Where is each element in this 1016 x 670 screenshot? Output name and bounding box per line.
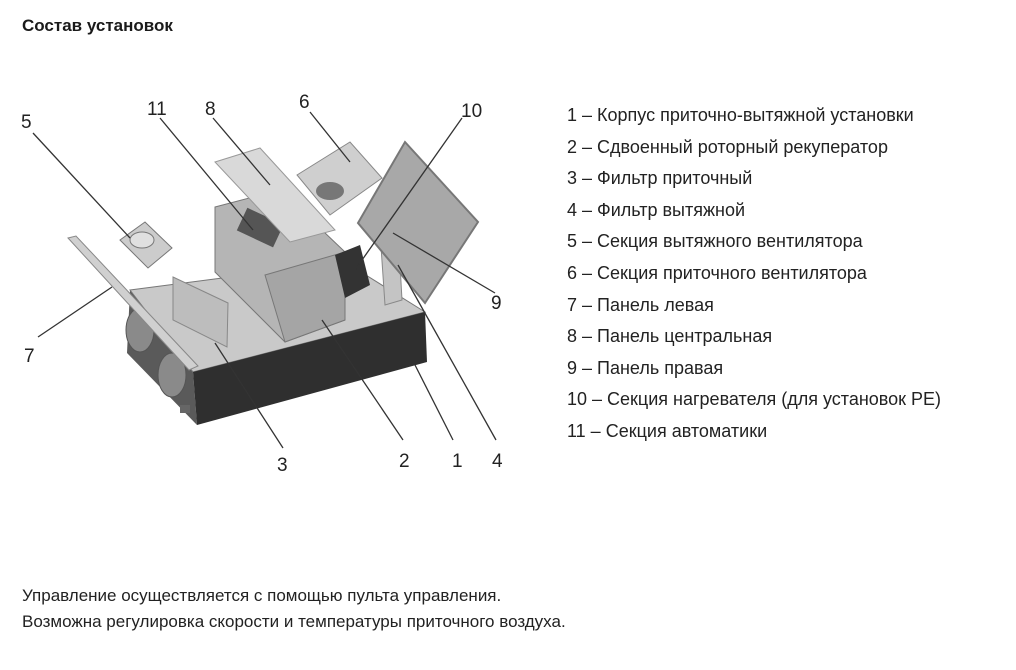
leader-line-9 [392, 232, 496, 294]
callout-11: 11 [147, 99, 167, 120]
left-spigot-bottom [157, 352, 187, 398]
legend-item: 11 – Секция автоматики [567, 420, 768, 441]
legend-item: 1 – Корпус приточно-вытяжной установки [567, 105, 914, 125]
leader-line-6 [309, 111, 351, 163]
left-panel [67, 235, 199, 371]
footer-line: Управление осуществляется с помощью пуль… [22, 586, 502, 605]
callout-9: 9 [491, 293, 502, 314]
callout-8: 8 [205, 99, 216, 120]
legend-item: 5 – Секция вытяжного вентилятора [567, 231, 863, 252]
legend-item: 8 – Панель центральная [567, 326, 773, 347]
callout-7: 7 [24, 346, 35, 367]
supply-fan-section [296, 141, 383, 216]
leader-line-2 [321, 319, 404, 441]
legend-item: 6 – Секция приточного вентилятора [567, 262, 867, 283]
right-panel [356, 140, 480, 305]
legend-item: 4 – Фильтр вытяжной [567, 199, 746, 220]
leader-line-11 [159, 117, 254, 231]
leader-line-1 [414, 364, 454, 441]
callout-5: 5 [21, 112, 32, 133]
callout-2: 2 [399, 451, 410, 472]
legend-item: 7 – Панель левая [567, 294, 714, 315]
legend-item: 10 – Секция нагревателя (для установок Р… [567, 389, 942, 410]
leader-line-4 [397, 264, 497, 441]
leader-line-3 [214, 342, 284, 449]
footer-note: Управление осуществляется с помощью пуль… [22, 583, 566, 635]
callout-4: 4 [492, 451, 503, 472]
callout-6: 6 [299, 92, 310, 113]
housing-foot [180, 405, 190, 413]
supply-fan-opening [316, 182, 344, 200]
heater-section [335, 245, 370, 298]
footer-line: Возможна регулировка скорости и температ… [22, 612, 566, 631]
callout-3: 3 [277, 455, 288, 476]
exhaust-fan-motor [129, 231, 155, 249]
leader-lines [32, 111, 497, 449]
components-legend: 1 – Корпус приточно-вытяжной установки 2… [567, 104, 941, 452]
section-title: Состав установок [22, 16, 173, 35]
supply-filter [172, 276, 229, 348]
rotor-block [264, 251, 346, 343]
legend-item: 3 – Фильтр приточный [567, 168, 753, 189]
unit-illustration [67, 140, 480, 425]
housing-front-face [193, 312, 427, 425]
leader-line-7 [37, 286, 113, 338]
callout-1: 1 [452, 451, 463, 472]
leader-line-8 [212, 117, 271, 186]
leader-line-10 [354, 117, 463, 271]
callout-labels: 1 2 3 4 5 6 7 8 9 10 11 [21, 92, 503, 476]
leader-line-5 [32, 132, 131, 239]
central-panel [214, 147, 336, 243]
legend-item: 2 – Сдвоенный роторный рекуператор [567, 136, 888, 157]
automation-components [236, 207, 284, 248]
legend-item: 9 – Панель правая [567, 357, 724, 378]
callout-10: 10 [461, 101, 482, 122]
